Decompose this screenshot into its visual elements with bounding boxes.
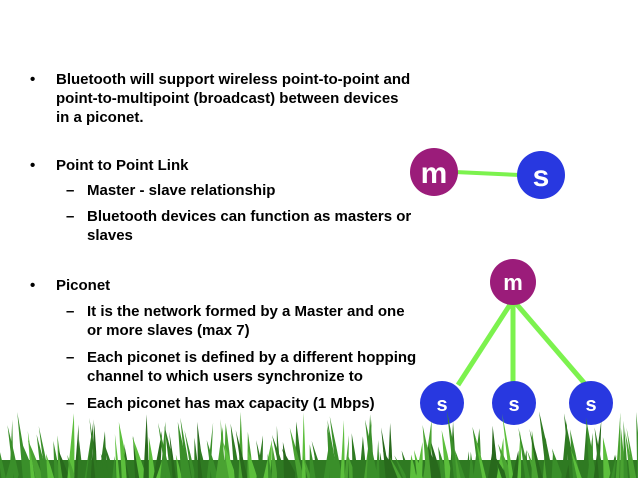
bullet-glyph: • <box>30 71 36 88</box>
dash-glyph: – <box>66 349 75 366</box>
dash-glyph: – <box>66 303 75 320</box>
p2p-slave-label: s <box>533 160 550 193</box>
piconet-slave-node-3 <box>569 381 613 425</box>
bullet-text: Piconet <box>56 277 111 294</box>
dash-glyph: – <box>66 182 75 199</box>
p2p-link <box>454 170 521 177</box>
sub-bullet-text: Bluetooth devices can function as master… <box>87 208 412 244</box>
piconet-link-right <box>511 298 588 387</box>
bullet-text: Point to Point Link <box>56 157 189 174</box>
bullet-glyph: • <box>30 277 36 294</box>
piconet-slave-label-3: s <box>585 394 596 416</box>
piconet-master-label: m <box>503 270 523 295</box>
sub-bullet-text: Master - slave relationship <box>87 182 276 199</box>
p2p-master-node <box>410 148 458 196</box>
dash-glyph: – <box>66 395 75 412</box>
bullet-glyph: • <box>30 157 36 174</box>
piconet-slave-label-2: s <box>508 394 519 416</box>
piconet-master-node <box>490 259 536 305</box>
bullet-text: Bluetooth will support wireless point-to… <box>56 71 411 126</box>
sub-bullet-text: Each piconet is defined by a different h… <box>87 349 417 385</box>
p2p-slave-node <box>517 151 565 199</box>
sub-bullet-text: Each piconet has max capacity (1 Mbps) <box>87 395 375 412</box>
piconet-slave-node-2 <box>492 381 536 425</box>
piconet-link-left <box>455 298 516 387</box>
p2p-master-label: m <box>421 157 448 190</box>
dash-glyph: – <box>66 208 75 225</box>
piconet-slave-node-1 <box>420 381 464 425</box>
grass-footer-image <box>0 410 638 478</box>
sub-bullet-text: It is the network formed by a Master and… <box>87 303 405 339</box>
piconet-slave-label-1: s <box>436 394 447 416</box>
